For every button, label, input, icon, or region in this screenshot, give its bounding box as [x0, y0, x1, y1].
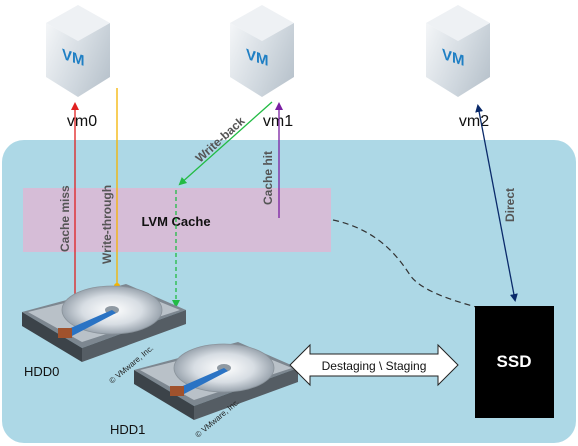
cube-left [230, 23, 262, 97]
cache-miss-label: Cache miss [58, 185, 72, 252]
disk-side-front [22, 312, 82, 362]
write-back-arrow [178, 101, 273, 186]
vm-icon: VM [62, 46, 84, 70]
vm2-label: vm2 [459, 113, 489, 130]
vm-icon: VM [442, 46, 464, 70]
cube-right [458, 23, 490, 97]
hdd0-label: HDD0 [24, 364, 59, 379]
cache-ssd-link [332, 219, 481, 309]
cube-left [46, 23, 78, 97]
lvm-cache-box [23, 188, 331, 252]
vm0-cube[interactable]: VM [46, 5, 110, 97]
disk-actuator-arm [66, 310, 116, 336]
vm0-label: vm0 [67, 113, 97, 130]
ssd-label: SSD [497, 352, 532, 371]
vm1-label: vm1 [263, 113, 293, 130]
double-arrow-shape [289, 343, 459, 387]
hdd1-label: HDD1 [110, 422, 145, 437]
direct-arrow [475, 104, 518, 302]
vm2-cube[interactable]: VM [426, 5, 490, 97]
vm-icon: VM [246, 46, 268, 70]
disk-side-front [134, 370, 194, 420]
vm1-cube[interactable]: VM [230, 5, 294, 97]
direct-label: Direct [503, 188, 517, 222]
cache-hit-label: Cache hit [261, 151, 275, 205]
write-through-label: Write-through [100, 185, 114, 264]
disk-actuator-arm [178, 368, 228, 394]
disk-side-right [194, 368, 298, 420]
destaging-label: Destaging \ Staging [322, 359, 427, 373]
cube-right [262, 23, 294, 97]
cube-right [78, 23, 110, 97]
ssd-block[interactable] [475, 306, 554, 418]
disk-side-right [82, 310, 186, 362]
hdd0-disk[interactable]: © VMware, Inc. [22, 284, 186, 386]
destaging-staging-arrow: Destaging \ Staging [289, 343, 459, 387]
cube-left [426, 23, 458, 97]
hdd1-disk[interactable]: © VMware, Inc. [134, 342, 298, 440]
disk-actuator-base [170, 386, 184, 396]
disk-actuator-base [58, 328, 72, 338]
